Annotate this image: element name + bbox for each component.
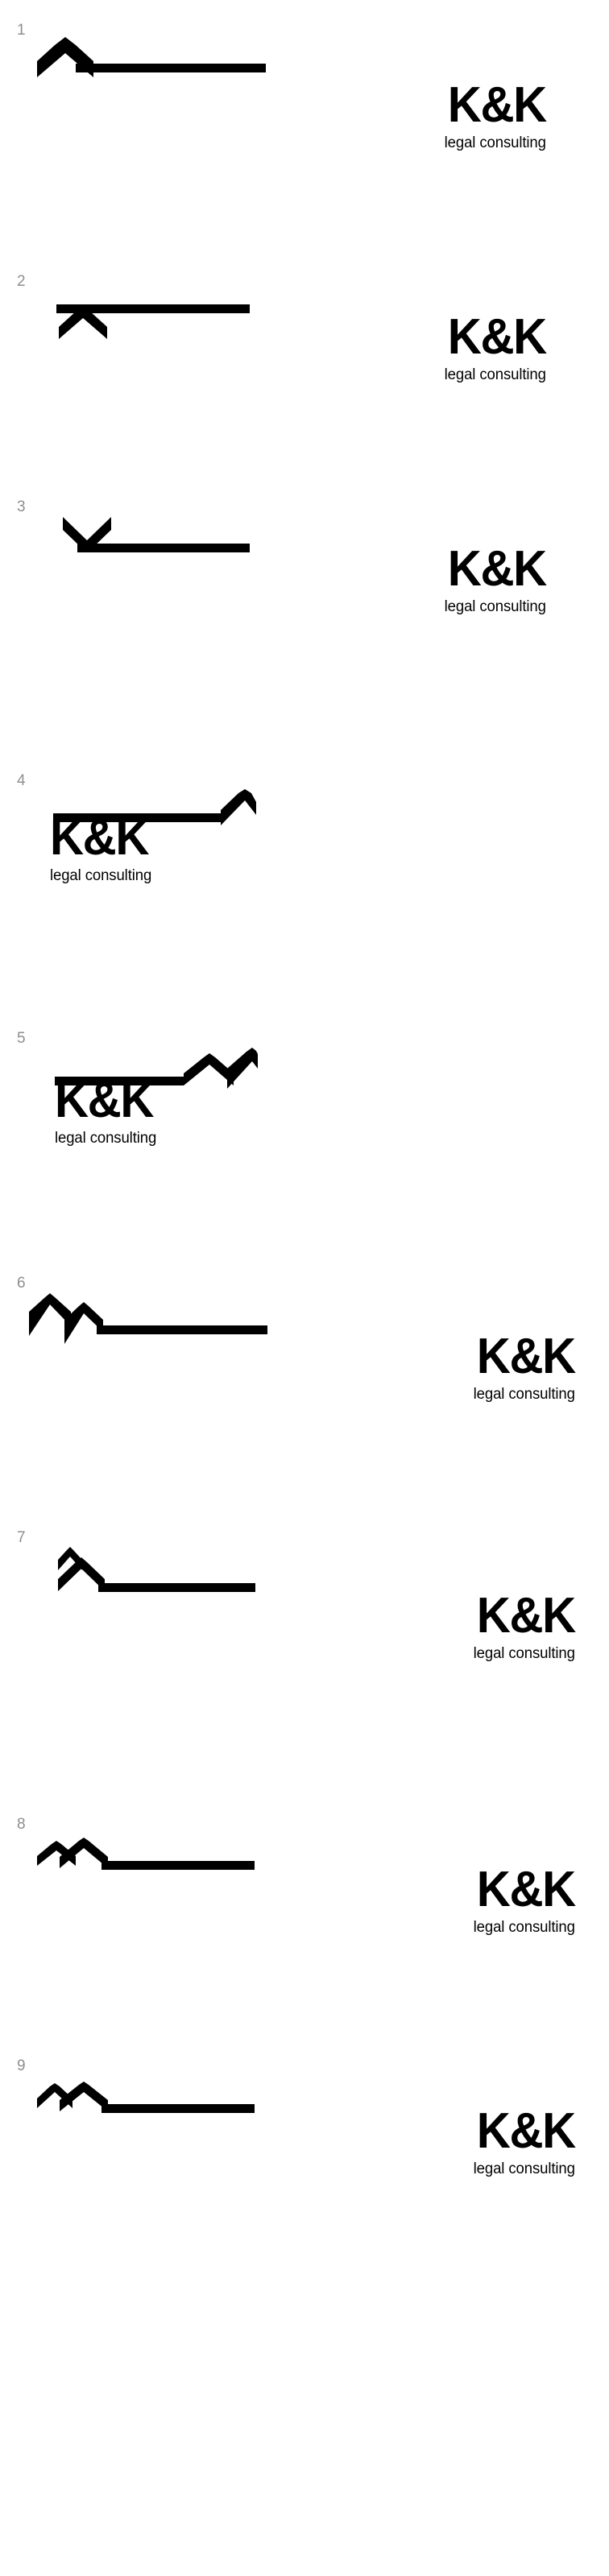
logo-variant-2: 2 K&K legal consulting [0,274,609,399]
brand-name-1: K&K [447,77,547,133]
variant-index-3: 3 [17,498,26,515]
brand-name-4: K&K [50,810,149,866]
brand-tagline-5: legal consulting [55,1129,157,1147]
wordmark-9: K&K legal consulting [468,2103,577,2178]
logo-mark-5 [55,1047,258,1089]
logo-mark-4 [53,789,256,825]
wordmark-2: K&K legal consulting [439,309,548,384]
wordmark-5: K&K legal consulting [55,1073,162,1147]
wordmark-8: K&K legal consulting [468,1862,577,1937]
logo-mark-8 [37,1838,255,1876]
brand-tagline-9: legal consulting [473,2160,575,2178]
brand-tagline-6: legal consulting [473,1385,575,1404]
logo-variant-7: 7 K&K legal consulting [0,1530,609,1663]
brand-tagline-7: legal consulting [473,1644,575,1663]
logo-mark-1 [37,37,266,77]
logo-variant-8: 8 K&K legal consulting [0,1817,609,1937]
logo-variant-6: 6 K&K legal consulting [0,1276,609,1404]
variant-index-6: 6 [17,1275,26,1292]
variant-index-9: 9 [17,2057,26,2074]
wordmark-4: K&K legal consulting [50,810,157,885]
logo-mark-3 [63,517,250,553]
logo-variant-3: 3 K&K legal consulting [0,499,609,628]
brand-tagline-2: legal consulting [444,366,546,384]
brand-name-6: K&K [476,1329,576,1384]
brand-name-8: K&K [476,1862,576,1917]
logo-mark-9 [37,2082,255,2119]
variant-index-7: 7 [17,1529,26,1546]
brand-tagline-8: legal consulting [473,1918,575,1937]
logo-variant-4: 4 K&K legal consulting [0,773,609,898]
brand-name-7: K&K [476,1588,576,1644]
wordmark-1: K&K legal consulting [439,77,548,152]
brand-tagline-1: legal consulting [444,134,546,152]
brand-name-5: K&K [55,1073,154,1128]
brand-tagline-4: legal consulting [50,866,152,885]
logo-mark-7 [58,1546,255,1593]
wordmark-6: K&K legal consulting [468,1329,577,1404]
variant-index-5: 5 [17,1030,26,1047]
variant-index-2: 2 [17,273,26,290]
logo-variant-1: 1 K&K legal consulting [0,23,609,308]
brand-name-3: K&K [447,541,547,597]
variant-index-1: 1 [17,22,26,39]
brand-name-2: K&K [447,309,547,365]
brand-name-9: K&K [476,2103,576,2159]
wordmark-7: K&K legal consulting [468,1588,577,1663]
brand-tagline-3: legal consulting [444,597,546,616]
logo-mark-6 [29,1293,267,1344]
variant-index-8: 8 [17,1816,26,1833]
logo-variant-9: 9 K&K legal consulting [0,2058,609,2183]
wordmark-3: K&K legal consulting [439,541,548,616]
logo-variant-5: 5 K&K legal consulting [0,1031,609,1160]
variant-index-4: 4 [17,772,26,789]
logo-mark-2 [56,304,250,343]
